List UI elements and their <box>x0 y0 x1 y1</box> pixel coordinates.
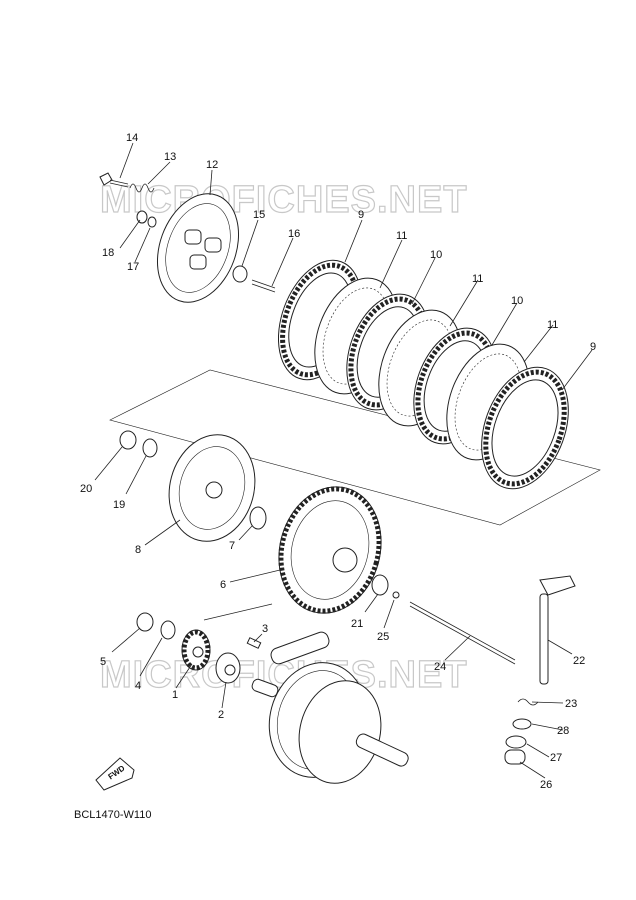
callout-24: 24 <box>434 661 446 673</box>
callout-11-first: 11 <box>396 230 407 242</box>
part-25-ball <box>392 591 400 599</box>
callout-9-top: 9 <box>358 209 364 221</box>
part-27-oil-seal <box>505 735 527 749</box>
callout-7: 7 <box>229 540 235 552</box>
watermark-top: MICROFICHES.NET <box>100 179 468 221</box>
callout-17: 17 <box>127 261 139 273</box>
part-24-long-push-rod <box>409 601 516 665</box>
callout-labels: 14 13 12 18 17 15 16 9 11 10 11 10 11 9 … <box>80 132 596 791</box>
clutch-pack-frame <box>109 369 601 526</box>
fwd-arrow: FWD <box>95 757 135 791</box>
callout-6: 6 <box>220 579 226 591</box>
callout-16: 16 <box>288 228 300 240</box>
callout-1: 1 <box>172 689 178 701</box>
callout-11-third: 11 <box>547 319 558 331</box>
callout-27: 27 <box>550 752 562 764</box>
part-8-clutch-boss <box>168 434 256 542</box>
diagram-code: BCL1470-W110 <box>74 809 151 821</box>
callout-12: 12 <box>206 159 218 171</box>
callout-19: 19 <box>113 499 125 511</box>
part-20-nut <box>119 430 137 450</box>
callout-8: 8 <box>135 544 141 556</box>
part-6-clutch-housing <box>278 486 382 614</box>
part-21-washer <box>371 574 389 596</box>
part-16-push-rod <box>251 279 276 293</box>
callout-4: 4 <box>135 680 141 692</box>
part-5-nut <box>136 612 154 632</box>
callout-9-bottom: 9 <box>590 341 596 353</box>
part-7-thrust-washer <box>249 506 267 530</box>
part-28-circlip <box>512 718 532 730</box>
callout-3: 3 <box>262 623 268 635</box>
callout-10-second: 10 <box>511 295 523 307</box>
callout-18: 18 <box>102 247 114 259</box>
callout-14: 14 <box>126 132 138 144</box>
callout-25: 25 <box>377 631 389 643</box>
crankshaft-assembly <box>251 631 409 784</box>
part-13-spring <box>129 183 155 193</box>
callout-10-first: 10 <box>430 249 442 261</box>
part-12-pressure-plate <box>156 193 240 303</box>
callout-11-second: 11 <box>472 273 483 285</box>
part-14-bolt <box>99 172 129 188</box>
part-18-nut <box>136 210 148 224</box>
callout-15: 15 <box>253 209 265 221</box>
part-4-washer <box>160 620 176 640</box>
part-1-primary-drive-gear <box>181 629 211 671</box>
callout-5: 5 <box>100 656 106 668</box>
callout-22: 22 <box>573 655 585 667</box>
part-9-friction-plate-inner <box>481 366 569 490</box>
part-22-push-lever-shaft <box>539 575 576 685</box>
callout-26: 26 <box>540 779 552 791</box>
leader-lines <box>94 142 593 779</box>
part-19-lock-washer <box>142 438 158 458</box>
part-3-woodruff-key <box>246 637 262 649</box>
part-23-spring <box>517 698 539 706</box>
callout-28: 28 <box>557 725 569 737</box>
callout-20: 20 <box>80 483 92 495</box>
callout-13: 13 <box>164 151 176 163</box>
part-26-bushing <box>504 749 526 765</box>
part-17-washer <box>147 216 157 228</box>
callout-23: 23 <box>565 698 577 710</box>
part-15-washer <box>232 265 248 283</box>
callout-2: 2 <box>218 709 224 721</box>
part-2-spacer <box>215 652 241 684</box>
callout-21: 21 <box>351 618 363 630</box>
